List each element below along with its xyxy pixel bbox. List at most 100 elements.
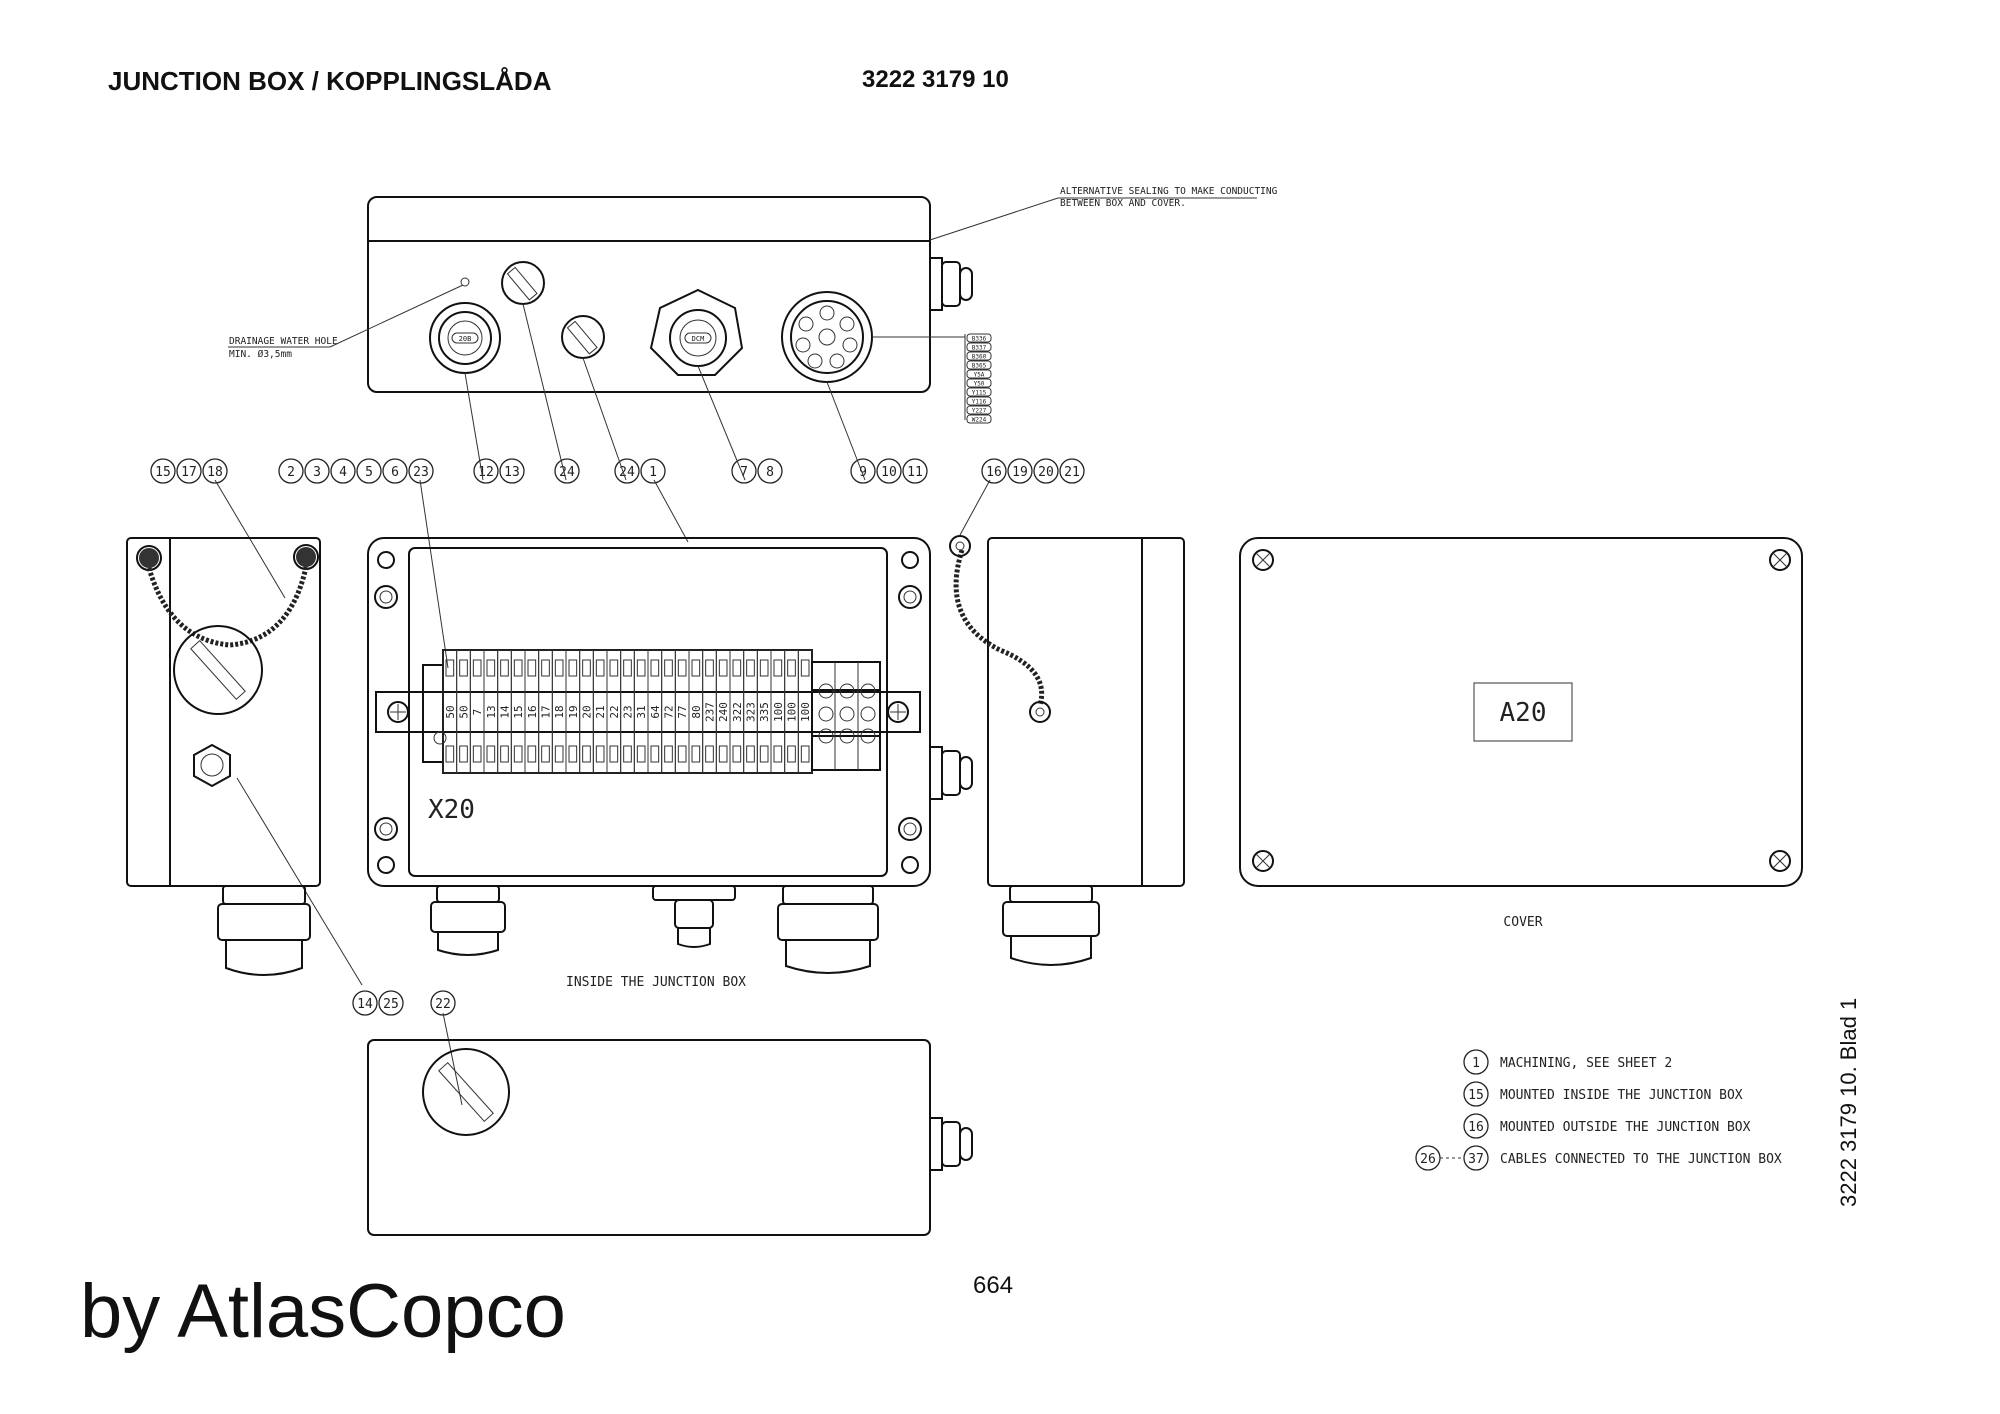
- top-view-side-gland: [929, 257, 973, 311]
- terminal: 50: [456, 649, 471, 774]
- callout-number: 20: [1038, 465, 1054, 480]
- legend-ref: 1: [1472, 1056, 1480, 1071]
- terminal-label: 237: [704, 702, 717, 722]
- terminal-label: 77: [676, 705, 689, 718]
- cable-tag: Y116: [966, 396, 992, 406]
- terminal-label: 50: [458, 705, 471, 718]
- cable-tag: Y115: [966, 387, 992, 397]
- callout-bubble: 21: [1059, 458, 1085, 484]
- terminal-label: 18: [553, 705, 566, 718]
- cable-tag: B336: [966, 333, 992, 343]
- legend-ref-from: 26: [1420, 1152, 1436, 1167]
- terminal: 31: [633, 649, 649, 774]
- fuse-terminals: [811, 661, 881, 771]
- terminal: 21: [592, 649, 608, 774]
- terminal: 20: [579, 649, 594, 774]
- terminal: 323: [743, 649, 758, 774]
- gland-hex: DCM: [649, 288, 744, 376]
- callout-number: 2: [287, 465, 295, 480]
- legend-text: CABLES CONNECTED TO THE JUNCTION BOX: [1500, 1152, 1782, 1167]
- top-view: 20B DCM: [228, 186, 1278, 424]
- cable-tag-label: Y227: [972, 408, 987, 415]
- terminal: 100: [797, 649, 813, 774]
- cable-tag-label: Y50: [974, 381, 985, 388]
- side-sheet-label: 3222 3179 10. Blad 1: [1836, 997, 1861, 1207]
- cable-tag-label: B365: [972, 363, 987, 370]
- callout-bubble: 13: [499, 458, 525, 484]
- legend-text: MOUNTED OUTSIDE THE JUNCTION BOX: [1500, 1120, 1751, 1135]
- callout-number: 9: [859, 465, 867, 480]
- terminal: 7: [469, 649, 485, 774]
- terminal: 240: [715, 649, 731, 774]
- legend-row: 16 MOUNTED OUTSIDE THE JUNCTION BOX: [1463, 1113, 1751, 1139]
- terminal-label: 80: [690, 705, 703, 718]
- drainage-note-line-2: MIN. Ø3,5mm: [229, 349, 292, 360]
- callout-number: 16: [986, 465, 1002, 480]
- top-view-box: [367, 196, 931, 393]
- callout-bubble: 15: [150, 458, 176, 484]
- callout-bubble: 11: [902, 458, 928, 484]
- terminal: 15: [510, 649, 526, 774]
- callout-bubble: 20: [1033, 458, 1059, 484]
- callout-number: 22: [435, 997, 451, 1012]
- terminal: 14: [497, 649, 512, 774]
- terminal-label: 31: [635, 705, 648, 718]
- terminal-label: 100: [772, 702, 785, 722]
- cable-tag-label: B360: [972, 354, 987, 361]
- callout-number: 11: [907, 465, 923, 480]
- callout-bubble: 10: [876, 458, 902, 484]
- cover-plate-label: A20: [1500, 698, 1547, 728]
- cable-tag-label: W224: [972, 417, 987, 424]
- terminal-label: 15: [512, 705, 525, 718]
- legend-ref: 37: [1468, 1152, 1484, 1167]
- terminal-label: 323: [745, 702, 758, 722]
- callout-bubble: 6: [382, 458, 408, 484]
- callout-number: 18: [207, 465, 223, 480]
- terminal-label: 7: [471, 709, 484, 716]
- callout-bubble: 22: [430, 990, 456, 1016]
- terminal: 19: [565, 649, 581, 774]
- cable-tag: Y227: [966, 405, 992, 415]
- callout-bubble: 25: [378, 990, 404, 1016]
- callout-bubble: 1: [640, 458, 666, 484]
- legend-ref: 16: [1468, 1120, 1484, 1135]
- cable-tag-label: Y116: [972, 399, 987, 406]
- callout-bubble: 5: [356, 458, 382, 484]
- terminal: 80: [688, 649, 704, 774]
- callout-number: 17: [181, 465, 197, 480]
- terminal-label: 64: [649, 705, 662, 719]
- document-number: 3222 3179 10: [862, 66, 1009, 93]
- cover-view: A20 COVER: [1239, 537, 1803, 930]
- terminal-label: 23: [622, 705, 635, 718]
- callout-number: 6: [391, 465, 399, 480]
- terminal: 13: [483, 649, 499, 774]
- cover-caption: COVER: [1503, 915, 1542, 930]
- right-side-view: [949, 535, 1185, 966]
- terminal-label: 17: [540, 705, 553, 718]
- callout-number: 10: [881, 465, 897, 480]
- sealing-note-leader: [929, 197, 1059, 241]
- drainage-hole: [460, 277, 470, 287]
- inside-bottom-glands: [430, 885, 879, 974]
- callout-bubble: 8: [757, 458, 783, 484]
- callout-bubble: 4: [330, 458, 356, 484]
- callout-number: 24: [559, 465, 575, 480]
- terminal-label: 20: [581, 705, 594, 718]
- terminal-label: 100: [786, 702, 799, 722]
- callout-bubble: 2: [278, 458, 304, 484]
- terminal: 22: [606, 649, 622, 774]
- cable-tag-label: B336: [972, 336, 987, 343]
- callout-number: 24: [619, 465, 635, 480]
- callout-number: 13: [504, 465, 520, 480]
- mounting-holes: [374, 551, 922, 874]
- brand-logo-text: by AtlasCopco: [80, 1269, 566, 1354]
- terminal: 17: [538, 649, 553, 774]
- callout-number: 5: [365, 465, 373, 480]
- cable-tag: Y5A: [966, 369, 992, 379]
- gland-small: 20B: [429, 302, 501, 374]
